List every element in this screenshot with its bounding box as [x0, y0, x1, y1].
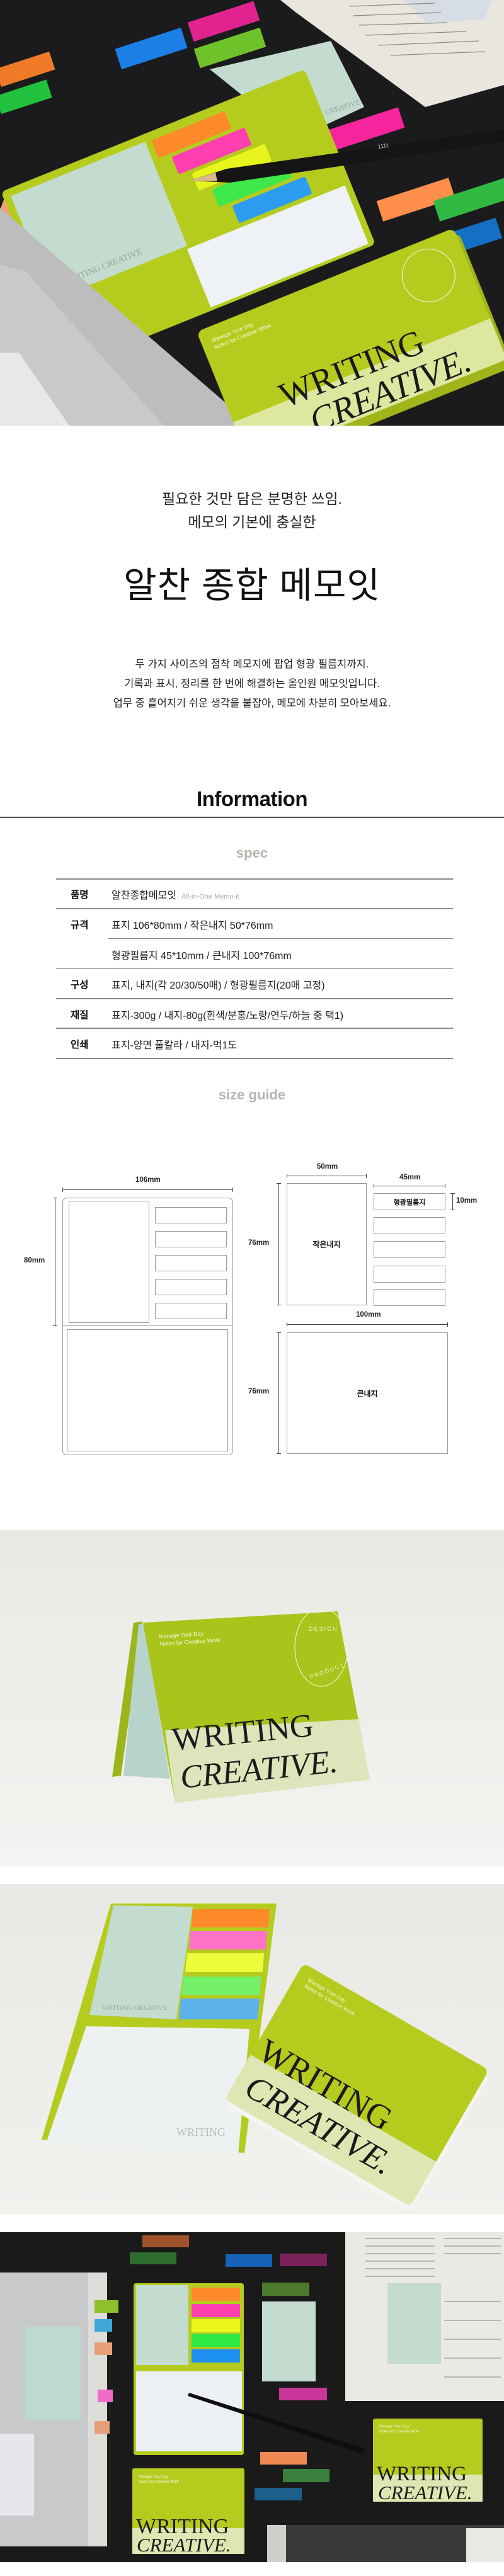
- spec-label-name: 품명: [71, 890, 89, 900]
- table-divider: [56, 878, 453, 880]
- film-outline: [374, 1289, 445, 1306]
- pencil: [188, 2393, 364, 2454]
- cover-film-slot: [155, 1255, 227, 1271]
- open-book-right: [345, 2232, 504, 2401]
- spec-value-material: 표지-300g / 내지-80g(흰색/분홍/노랑/연두/하늘 중 택1): [112, 1011, 344, 1021]
- subtitle-line: 메모의 기본에 충실한: [188, 514, 316, 530]
- cover-tagline: Notes for Creative Work: [139, 2480, 180, 2484]
- small-memo-pad: [89, 1905, 193, 2019]
- spec-label-material: 재질: [71, 1010, 89, 1021]
- memo-cover-bottom: Manage Your Day Notes for Creative Work …: [132, 2468, 244, 2556]
- cover-tagline: Manage Your Day: [379, 2425, 410, 2429]
- film-height-label: 10mm: [456, 1197, 478, 1205]
- spec-heading: spec: [236, 845, 268, 861]
- film-outline: [374, 1217, 445, 1234]
- cover-fold-line: [62, 1325, 233, 1326]
- intro-description: 두 가지 사이즈의 점착 메모지에 팝업 형광 필름지까지. 기록과 표시, 정…: [0, 655, 504, 713]
- cover-film-slot: [155, 1303, 227, 1319]
- cover-back-panel: [112, 1621, 142, 1777]
- cover-creative-text: CREATIVE.: [378, 2482, 472, 2504]
- loose-film-tabs: [130, 2235, 329, 2500]
- memo-logo-print: WRITING: [176, 2126, 226, 2138]
- hero-photo: WRITING CREATIVE WRITING CREATIVE 1111 M…: [0, 0, 504, 426]
- cover-height-label: 80mm: [24, 1257, 45, 1264]
- table-subdivider: [108, 938, 453, 939]
- svg-text:1111: 1111: [377, 142, 389, 150]
- table-divider: [56, 1028, 453, 1029]
- product-title: 알찬 종합 메모잇: [123, 565, 381, 606]
- product-photo-flatlay: Manage Your Day Notes for Creative Work …: [0, 2232, 504, 2562]
- product-photo-standing: Manage Your Day Notes for Creative Work …: [0, 1530, 504, 1866]
- film-width-label: 45mm: [399, 1174, 421, 1181]
- magazine-bottom: [267, 2525, 504, 2562]
- loose-film-tabs: [0, 1, 504, 312]
- table-divider: [56, 1058, 453, 1059]
- product-name-ko: 알찬종합메모잇: [112, 890, 177, 901]
- product-photo-open-case: WRITING CREATIVE WRITING Manage Your Day…: [0, 1884, 504, 2214]
- stamp-text: DESIGN: [309, 1626, 338, 1632]
- cover-film-slot: [155, 1279, 227, 1295]
- product-name-en: All-in-One Memo-it: [181, 893, 239, 900]
- small-note-label: 작은내지: [312, 1240, 341, 1249]
- large-note-label: 큰내지: [357, 1389, 378, 1398]
- film-label: 형광필름지: [393, 1198, 426, 1206]
- intro-subtitle: 필요한 것만 담은 분명한 쓰임. 메모의 기본에 충실한: [0, 487, 504, 534]
- cover-width-label: 106mm: [135, 1176, 161, 1184]
- spec-value-print: 표지-양면 풀칼라 / 내지-먹1도: [112, 1040, 238, 1051]
- subtitle-line: 필요한 것만 담은 분명한 쓰임.: [162, 491, 342, 507]
- large-width-dimension: [287, 1322, 448, 1327]
- large-note-outline: 큰내지: [287, 1332, 448, 1454]
- memo-cover-right: Manage Your Day Notes for Creative Work …: [373, 2419, 483, 2504]
- table-divider: [56, 998, 453, 999]
- memo-logo-print: WRITING CREATIVE: [102, 2004, 168, 2012]
- description-line: 두 가지 사이즈의 점착 메모지에 팝업 형광 필름지까지.: [135, 659, 369, 670]
- cover-film-slot: [155, 1207, 227, 1223]
- spec-label-composition: 구성: [71, 980, 89, 990]
- information-heading: Information: [197, 787, 307, 810]
- small-note-outline: 작은내지: [287, 1183, 367, 1305]
- information-divider: [0, 817, 504, 818]
- cover-width-dimension: [62, 1188, 233, 1192]
- film-height-dimension: [450, 1193, 455, 1210]
- film-tabs-stack: [179, 1909, 270, 2019]
- film-outline: 형광필름지: [374, 1193, 445, 1210]
- cover-front-panel: Manage Your Day Notes for Creative Work …: [143, 1608, 370, 1803]
- spec-value-size: 표지 106*80mm / 작은내지 50*76mm: [112, 921, 273, 931]
- cover-outline: [62, 1198, 233, 1455]
- size-guide-heading: size guide: [218, 1087, 286, 1103]
- small-memo-pad: [262, 2301, 316, 2381]
- spec-value-size-2: 형광필름지 45*10mm / 큰내지 100*76mm: [112, 951, 292, 962]
- large-memo-pad: [46, 2026, 249, 2155]
- small-height-dimension: [277, 1183, 281, 1305]
- cover-tagline: Notes for Creative Work: [379, 2430, 420, 2434]
- spec-label-print: 인쇄: [71, 1040, 89, 1050]
- cover-large-note-slot: [67, 1329, 228, 1451]
- open-book-top-right: [280, 0, 504, 107]
- pencil: 1111: [189, 129, 504, 183]
- large-height-dimension: [277, 1332, 281, 1454]
- cover-tagline: Manage Your Day: [139, 2475, 169, 2479]
- large-height-label: 76mm: [248, 1388, 270, 1395]
- spec-label-size: 규격: [71, 920, 89, 931]
- cover-film-slot: [155, 1231, 227, 1247]
- film-outline: [374, 1266, 445, 1283]
- open-book-left: [0, 2272, 118, 2546]
- table-divider: [56, 908, 453, 909]
- small-height-label: 76mm: [248, 1239, 270, 1247]
- large-width-label: 100mm: [356, 1311, 381, 1319]
- description-line: 업무 중 흩어지기 쉬운 생각을 붙잡아, 메모에 차분히 모아보세요.: [113, 698, 391, 709]
- cover-writing-text: WRITING: [377, 2463, 467, 2485]
- spec-value-composition: 표지, 내지(각 20/30/50매) / 형광필름지(20매 고정): [112, 980, 325, 991]
- memo-case-open: [134, 2283, 244, 2455]
- cover-writing-text: WRITING: [136, 2515, 229, 2538]
- small-width-label: 50mm: [317, 1163, 338, 1171]
- spec-value-name: 알찬종합메모잇 All-in-One Memo-it: [112, 887, 239, 902]
- film-outline: [374, 1241, 445, 1258]
- cover-creative-text: CREATIVE.: [137, 2534, 231, 2556]
- cover-small-note-slot: [69, 1201, 149, 1323]
- description-line: 기록과 표시, 정리를 한 번에 해결하는 올인원 메모잇입니다.: [124, 678, 380, 689]
